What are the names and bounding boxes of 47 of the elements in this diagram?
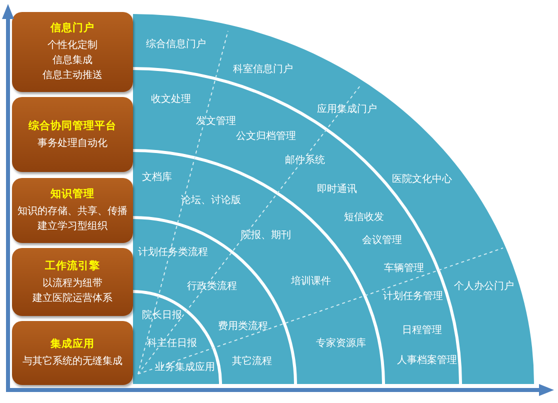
module-label: 其它流程 bbox=[232, 356, 272, 368]
module-label: 短信收发 bbox=[344, 212, 384, 224]
module-card bbox=[12, 321, 133, 385]
module-card bbox=[12, 12, 133, 92]
card-text: 个性化定制 bbox=[48, 38, 98, 53]
card-text: 建立医院运营体系 bbox=[32, 292, 112, 306]
card-heading: 集成应用 bbox=[50, 337, 94, 352]
card-heading: 信息门户 bbox=[50, 21, 94, 36]
module-label: 人事档案管理 bbox=[397, 355, 457, 367]
module-card bbox=[12, 97, 133, 172]
card-heading: 工作流引擎 bbox=[45, 258, 100, 274]
module-label: 综合信息门户 bbox=[146, 39, 206, 51]
module-label: 医院文化中心 bbox=[392, 174, 452, 186]
module-label: 院报、期刊 bbox=[241, 230, 291, 242]
module-card bbox=[12, 178, 133, 243]
module-label: 日程管理 bbox=[402, 325, 442, 337]
module-label: 费用类流程 bbox=[218, 321, 268, 333]
module-label: 车辆管理 bbox=[384, 263, 424, 275]
module-label: 院长日报 bbox=[142, 310, 182, 322]
module-label: 行政类流程 bbox=[187, 281, 237, 293]
module-label: 即时通讯 bbox=[317, 184, 357, 196]
module-card bbox=[12, 248, 133, 316]
card-heading: 综合协同管理平台 bbox=[28, 118, 116, 134]
card-text: 信息主动推送 bbox=[42, 68, 102, 83]
card-heading: 知识管理 bbox=[50, 187, 94, 202]
module-label: 计划任务类流程 bbox=[138, 247, 208, 259]
module-label: 培训课件 bbox=[291, 276, 331, 288]
module-label: 科主任日报 bbox=[147, 338, 197, 350]
module-label: 个人办公门户 bbox=[454, 281, 514, 293]
card-text: 与其它系统的无缝集成 bbox=[22, 354, 122, 369]
module-label: 发文管理 bbox=[196, 116, 236, 128]
card-text: 信息集成 bbox=[52, 54, 92, 68]
module-label: 应用集成门户 bbox=[317, 104, 377, 116]
module-label: 科室信息门户 bbox=[233, 64, 293, 76]
module-label: 公文归档管理 bbox=[236, 131, 296, 143]
module-label: 收文处理 bbox=[151, 94, 191, 106]
card-text: 以流程为纽带 bbox=[42, 276, 102, 290]
card-text: 事务处理自动化 bbox=[38, 136, 108, 150]
module-label: 专家资源库 bbox=[316, 338, 366, 350]
module-label: 会议管理 bbox=[362, 235, 402, 247]
module-label: 邮件系统 bbox=[285, 155, 325, 167]
module-label: 论坛、讨论版 bbox=[181, 195, 241, 207]
card-text: 建立学习型组织 bbox=[38, 220, 108, 234]
module-label: 业务集成应用 bbox=[155, 362, 215, 374]
card-text: 知识的存储、共享、传播 bbox=[18, 204, 128, 219]
module-label: 计划任务管理 bbox=[383, 291, 443, 303]
module-label: 文档库 bbox=[142, 172, 172, 184]
